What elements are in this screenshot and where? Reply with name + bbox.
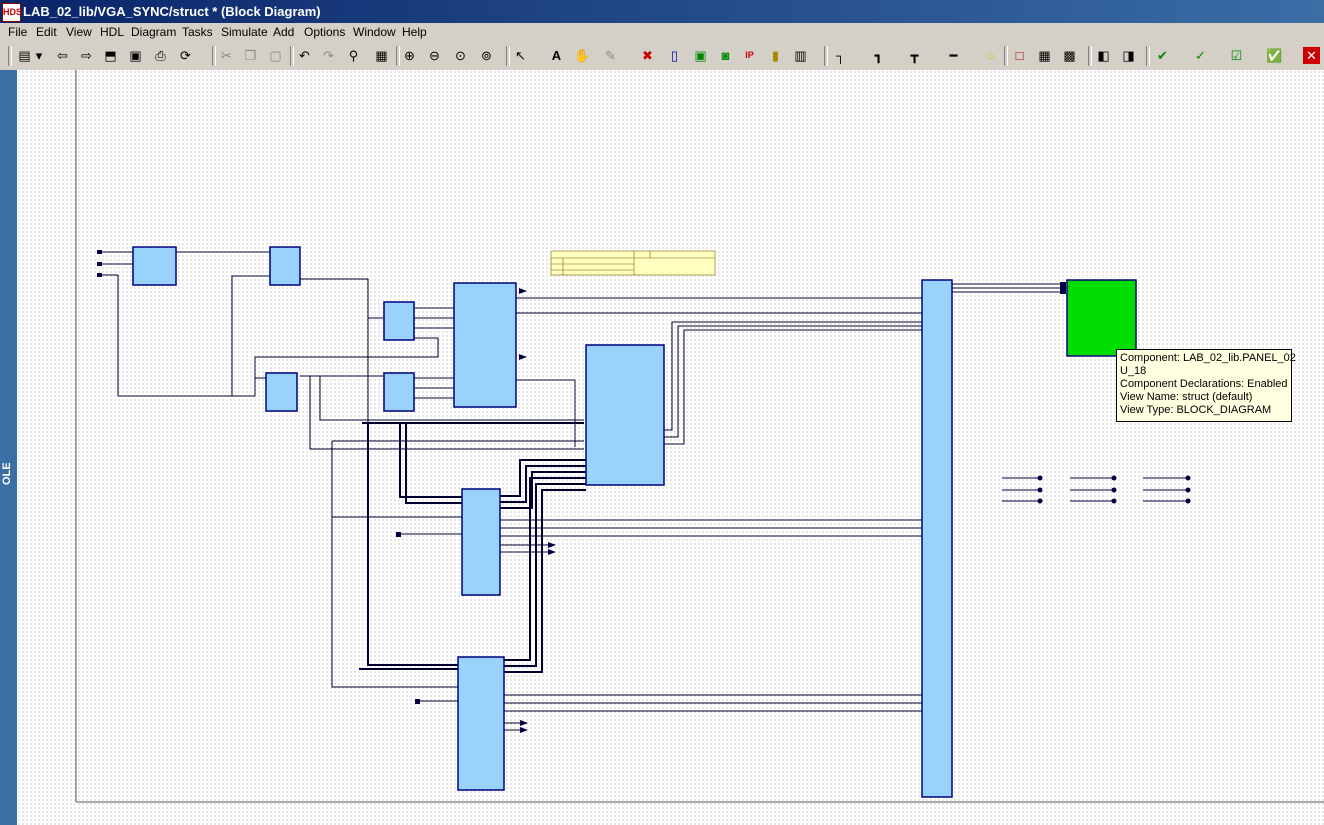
add-table-icon[interactable]: ▦ [1038,48,1051,63]
title-bar: HDS LAB_02_lib/VGA_SYNC/struct * (Block … [0,0,1324,23]
undo-icon[interactable]: ↶ [299,48,310,63]
block-u8 [461,488,501,596]
block-diagram [75,70,1324,803]
toolbar: ▤ ▾ ⇦ ⇨ ⬒ ▣ ⎙ ⟳ ✂ ❐ ▢ ↶ ↷ ⚲ ▦ ⊕ ⊖ ⊙ ⊚ ↖ … [0,42,1324,71]
compile-icon[interactable]: ☑ [1230,48,1243,63]
redo-icon[interactable]: ↷ [323,48,334,63]
add-block-icon[interactable]: ▯ [670,48,679,63]
zoom-area-icon[interactable]: ⊚ [481,48,492,63]
blocks [132,246,953,798]
menu-simulate[interactable]: Simulate [221,25,268,39]
print-icon[interactable]: ⎙ [155,48,166,63]
add-box-icon[interactable]: □ [1015,48,1024,63]
frame-border [75,70,1324,803]
title-block [550,250,716,276]
open-dropdown-icon[interactable]: ▾ [35,48,43,63]
new-icon[interactable]: ▤ [18,48,31,63]
port-markers [97,250,1066,733]
text-icon[interactable]: A [551,48,562,63]
hierarchy-icon[interactable]: ◨ [1122,48,1135,63]
zoom-in-icon[interactable]: ⊕ [404,48,415,63]
window-title: LAB_02_lib/VGA_SYNC/struct * (Block Diag… [23,4,321,19]
menu-hdl[interactable]: HDL [100,25,125,39]
side-panel-tab[interactable]: OLE [0,70,17,825]
block-u3 [383,301,415,341]
tooltip-component: Component: LAB_02_lib.PANEL_02 [1120,352,1296,364]
menu-window[interactable]: Window [353,25,396,39]
save-icon[interactable]: ▣ [129,48,142,63]
add-frame-icon[interactable]: ▥ [794,48,807,63]
up-folder-icon[interactable]: ⬒ [104,48,117,63]
block-u9 [457,656,505,791]
exit-icon[interactable]: ✕ [1303,47,1320,64]
forward-icon[interactable]: ⇨ [81,48,92,63]
pen-icon[interactable]: ✎ [605,48,616,63]
menu-options[interactable]: Options [304,25,346,39]
pan-icon[interactable]: ✋ [574,48,591,63]
add-bus-icon[interactable]: ┓ [874,48,883,63]
paste-icon[interactable]: ▢ [269,48,282,63]
delete-icon[interactable]: ✖ [642,48,653,63]
component-tooltip: Component: LAB_02_lib.PANEL_02 U_18 Comp… [1116,349,1296,422]
diagram-canvas[interactable] [17,70,1324,825]
find-icon[interactable]: ⚲ [348,48,359,63]
block-u6 [453,282,517,408]
block-u1 [132,246,177,286]
add-embedded-icon[interactable]: ◙ [721,48,730,63]
app-icon: HDS [2,3,22,22]
menu-edit[interactable]: Edit [36,25,57,39]
zoom-fit-icon[interactable]: ⊙ [455,48,466,63]
add-panel-icon[interactable]: ▩ [1063,48,1076,63]
cut-icon[interactable]: ✂ [221,48,232,63]
refresh-icon[interactable]: ⟳ [180,48,191,63]
add-net-icon[interactable]: ┐ [835,48,846,63]
add-ip-icon[interactable]: IP [745,50,754,60]
back-icon[interactable]: ⇦ [57,48,68,63]
add-signal-icon[interactable]: ━ [949,48,958,63]
buses [359,422,586,673]
nets [100,251,1066,731]
menu-add[interactable]: Add [273,25,295,39]
select-icon[interactable]: ↖ [515,48,526,63]
add-port-icon[interactable]: ▮ [771,48,780,63]
tooltip-view-type: View Type: BLOCK_DIAGRAM [1120,404,1272,416]
tooltip-declarations: Component Declarations: Enabled [1120,378,1288,390]
unconnected-port-heads [1037,475,1191,504]
block-panel-bus [921,279,953,798]
add-component-icon[interactable]: ▣ [694,48,707,63]
block-u7 [585,344,665,486]
menu-help[interactable]: Help [402,25,427,39]
side-panel-label: OLE [1,462,13,485]
add-bundle-icon[interactable]: ┳ [910,48,919,63]
copy-icon[interactable]: ❐ [244,48,257,63]
simulate-icon[interactable]: ✅ [1266,48,1283,63]
menu-diagram[interactable]: Diagram [131,25,177,39]
properties-icon[interactable]: ▦ [375,48,388,63]
browse-icon[interactable]: ◧ [1097,48,1110,63]
block-u4 [383,372,415,412]
tooltip-view-name: View Name: struct (default) [1120,391,1253,403]
green-panel-block [1066,279,1137,357]
tooltip-instance: U_18 [1120,365,1147,377]
unconnected-ports [1002,477,1188,502]
menu-file[interactable]: File [8,25,28,39]
menu-tasks[interactable]: Tasks [182,25,213,39]
generate-icon[interactable]: ✓ [1195,48,1206,63]
block-u2 [269,246,301,286]
block-u5 [265,372,298,412]
add-ripper-icon[interactable]: ○ [986,48,995,63]
zoom-out-icon[interactable]: ⊖ [429,48,440,63]
menu-view[interactable]: View [66,25,92,39]
menu-bar: File Edit View HDL Diagram Tasks Simulat… [0,23,1324,42]
check-icon[interactable]: ✔ [1157,48,1168,63]
